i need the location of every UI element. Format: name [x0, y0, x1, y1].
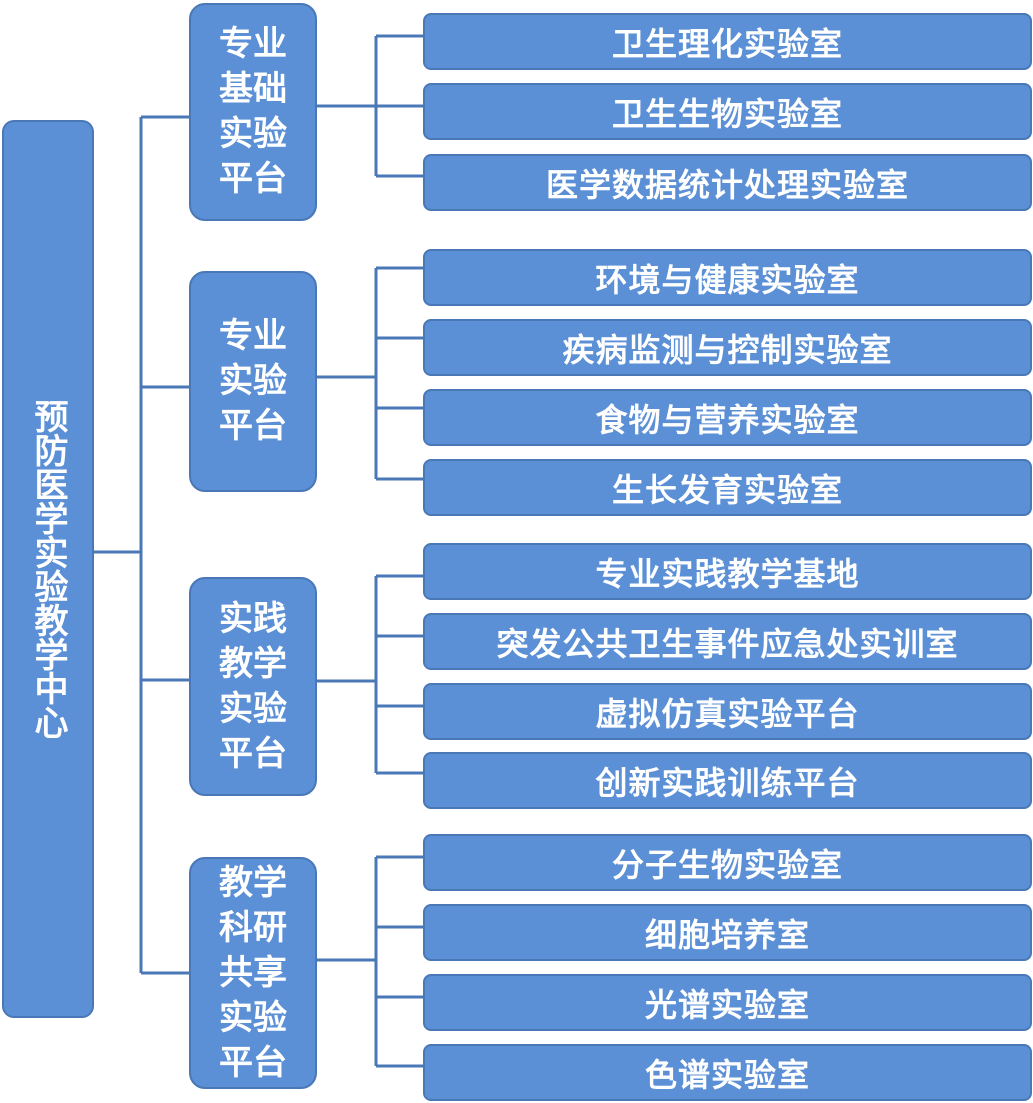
lab-node: 细胞培养室 [423, 904, 1032, 961]
lab-label: 疾病监测与控制实验室 [562, 330, 893, 369]
lab-node: 卫生理化实验室 [423, 13, 1032, 70]
lab-node: 医学数据统计处理实验室 [423, 154, 1032, 211]
platform-node-2: 专业实验平台 [189, 271, 317, 492]
platform-label: 实践教学实验平台 [219, 598, 287, 774]
lab-node: 虚拟仿真实验平台 [423, 683, 1032, 740]
lab-node: 卫生生物实验室 [423, 83, 1032, 140]
lab-label: 专业实践教学基地 [595, 554, 860, 593]
lab-node: 专业实践教学基地 [423, 543, 1032, 600]
platform-node-4: 教学科研共享实验平台 [189, 857, 317, 1089]
lab-node: 食物与营养实验室 [423, 389, 1032, 446]
platform-node-3: 实践教学实验平台 [189, 577, 317, 796]
lab-label: 细胞培养室 [644, 915, 810, 954]
lab-label: 医学数据统计处理实验室 [545, 165, 909, 204]
platform-label: 专业基础实验平台 [219, 24, 287, 199]
lab-label: 创新实践训练平台 [595, 763, 860, 802]
root-node: 预防医学实验教学中心 [2, 120, 94, 1018]
lab-node: 疾病监测与控制实验室 [423, 319, 1032, 376]
lab-node: 创新实践训练平台 [423, 752, 1032, 809]
root-label: 预防医学实验教学中心 [28, 399, 68, 739]
lab-label: 卫生生物实验室 [611, 94, 843, 133]
lab-node: 光谱实验室 [423, 974, 1032, 1031]
lab-node: 分子生物实验室 [423, 834, 1032, 891]
lab-node: 色谱实验室 [423, 1044, 1032, 1101]
lab-label: 食物与营养实验室 [595, 400, 860, 439]
lab-label: 卫生理化实验室 [611, 24, 843, 63]
lab-node: 生长发育实验室 [423, 459, 1032, 516]
lab-label: 虚拟仿真实验平台 [595, 694, 860, 733]
lab-node: 环境与健康实验室 [423, 249, 1032, 306]
platform-label: 专业实验平台 [219, 316, 287, 446]
lab-label: 环境与健康实验室 [595, 260, 860, 299]
platform-label: 教学科研共享实验平台 [219, 862, 287, 1083]
lab-label: 突发公共卫生事件应急处实训室 [496, 624, 959, 663]
lab-label: 光谱实验室 [644, 985, 810, 1024]
lab-label: 色谱实验室 [644, 1055, 810, 1094]
platform-node-1: 专业基础实验平台 [189, 3, 317, 221]
lab-label: 分子生物实验室 [611, 845, 843, 884]
lab-node: 突发公共卫生事件应急处实训室 [423, 613, 1032, 670]
lab-label: 生长发育实验室 [611, 470, 843, 509]
